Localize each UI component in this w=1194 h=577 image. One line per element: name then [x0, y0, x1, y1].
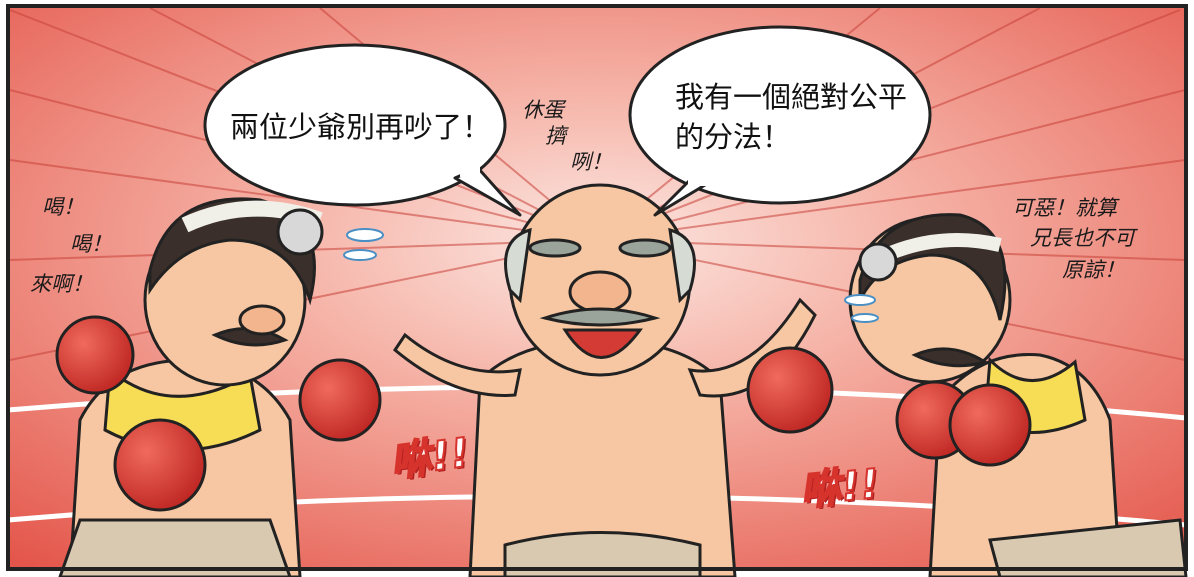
- right-shout-line3: 原諒！: [1062, 258, 1125, 282]
- left-shout-line3: 來啊！: [30, 272, 93, 296]
- right-shout-line2: 兄長也不可: [1030, 226, 1135, 250]
- mutter-line2: 擠: [545, 124, 566, 148]
- speech-bubble-right: [628, 25, 932, 217]
- left-shout-line2: 喝！: [70, 232, 112, 256]
- speech-bubble-left: [203, 43, 522, 217]
- mutter-line1: 休蛋: [522, 98, 564, 122]
- right-boxer: [746, 213, 1188, 577]
- swish-sfx-left: 咻!!: [387, 429, 474, 488]
- left-shout-line1: 喝！: [42, 195, 84, 219]
- sweat-drops: [343, 228, 879, 323]
- speech-text-right-line1: 我有一個絕對公平: [675, 80, 908, 114]
- left-boxer: [55, 197, 382, 577]
- old-man-referee: [393, 183, 817, 577]
- swish-sfx-right: 咻!!: [797, 460, 883, 516]
- panel-border: [6, 4, 1188, 571]
- speech-text-right-line2: 的分法！: [675, 120, 792, 154]
- speech-text-left: 兩位少爺別再吵了！: [230, 110, 492, 144]
- right-shout-line1: 可惡！就算: [1012, 196, 1117, 220]
- mutter-line3: 咧！: [570, 150, 612, 174]
